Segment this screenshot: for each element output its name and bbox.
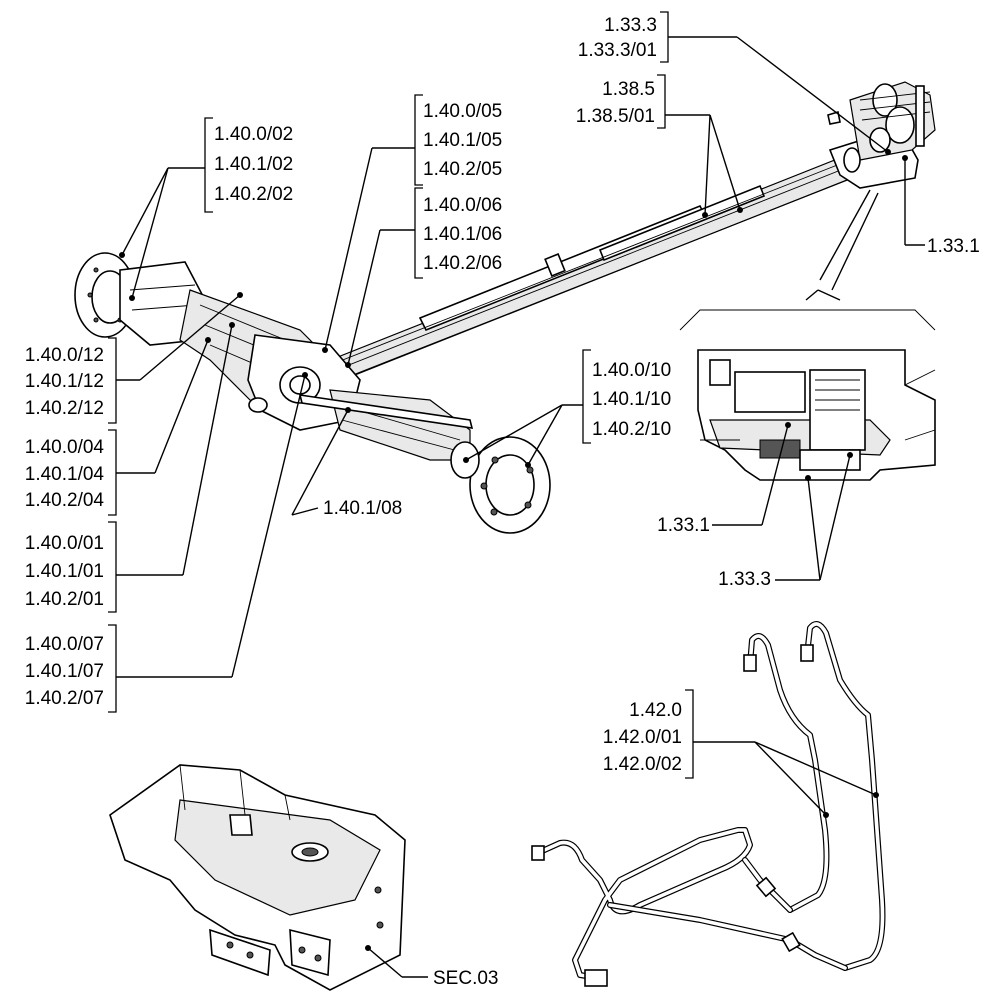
label-1-40-0-12: 1.40.0/12 — [25, 345, 104, 366]
label-1-33-3: 1.33.3 — [604, 15, 657, 36]
label-1-40-0-04: 1.40.0/04 — [25, 437, 105, 458]
label-1-40-0-10: 1.40.0/10 — [592, 360, 671, 381]
label-1-38-5-01: 1.38.5/01 — [576, 106, 655, 127]
label-1-38-5: 1.38.5 — [602, 79, 655, 100]
transfer-gearbox-drawing — [827, 81, 936, 189]
label-1-42-0: 1.42.0 — [629, 700, 682, 721]
label-1-40-0-01: 1.40.0/01 — [25, 533, 104, 554]
label-1-33-1-top: 1.33.1 — [927, 236, 980, 257]
label-1-40-1-02: 1.40.1/02 — [214, 154, 293, 175]
label-1-40-1-05: 1.40.1/05 — [423, 130, 502, 151]
front-support-frame-drawing — [109, 764, 406, 991]
leader-lines — [116, 36, 925, 978]
label-1-40-1-12: 1.40.1/12 — [25, 371, 104, 392]
label-1-40-2-01: 1.40.2/01 — [25, 589, 104, 610]
label-brackets — [108, 11, 694, 779]
label-1-40-1-07: 1.40.1/07 — [25, 661, 104, 682]
label-sec-03: SEC.03 — [433, 968, 498, 989]
label-1-40-2-05: 1.40.2/05 — [423, 159, 502, 180]
front-axle-drawing — [74, 252, 551, 534]
label-1-42-0-02: 1.42.0/02 — [603, 754, 682, 775]
gearbox-section-detail — [679, 309, 936, 481]
label-1-40-2-04: 1.40.2/04 — [25, 490, 105, 511]
label-1-40-0-02: 1.40.0/02 — [214, 124, 293, 145]
label-1-40-2-12: 1.40.2/12 — [25, 398, 104, 419]
label-1-33-1-detail: 1.33.1 — [657, 515, 710, 536]
label-1-33-3-detail: 1.33.3 — [718, 569, 771, 590]
label-1-40-1-06: 1.40.1/06 — [423, 224, 502, 245]
label-1-40-2-02: 1.40.2/02 — [214, 184, 293, 205]
label-1-40-2-07: 1.40.2/07 — [25, 688, 104, 709]
label-1-40-0-06: 1.40.0/06 — [423, 195, 502, 216]
part-reference-labels: 1.33.3 1.33.3/01 1.38.5 1.38.5/01 1.40.0… — [25, 15, 980, 989]
label-1-40-2-06: 1.40.2/06 — [423, 253, 502, 274]
label-1-40-0-05: 1.40.0/05 — [423, 101, 502, 122]
label-1-40-1-08: 1.40.1/08 — [323, 498, 402, 519]
label-1-40-1-04: 1.40.1/04 — [25, 464, 105, 485]
label-1-40-2-10: 1.40.2/10 — [592, 419, 671, 440]
label-1-40-0-07: 1.40.0/07 — [25, 634, 104, 655]
label-1-33-3-01: 1.33.3/01 — [578, 40, 657, 61]
label-1-42-0-01: 1.42.0/01 — [603, 727, 682, 748]
label-1-40-1-10: 1.40.1/10 — [592, 389, 671, 410]
hydraulic-pipes-drawing — [531, 621, 886, 987]
drive-shaft-drawing — [299, 149, 873, 393]
leader-endpoints — [119, 149, 908, 951]
label-1-40-1-01: 1.40.1/01 — [25, 561, 104, 582]
